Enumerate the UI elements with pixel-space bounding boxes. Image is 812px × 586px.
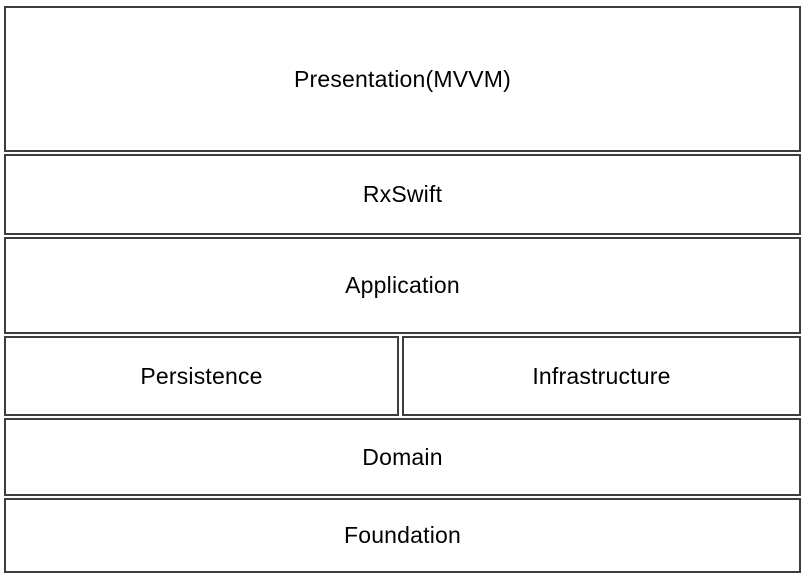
layer-domain: Domain xyxy=(4,418,801,496)
layer-foundation: Foundation xyxy=(4,498,801,573)
layer-persistence: Persistence xyxy=(4,336,399,416)
layer-row-persistence-infrastructure: Persistence Infrastructure xyxy=(4,336,801,416)
layer-foundation-label: Foundation xyxy=(343,522,462,548)
layer-presentation: Presentation(MVVM) xyxy=(4,6,801,152)
layer-rxswift: RxSwift xyxy=(4,154,801,235)
layer-persistence-label: Persistence xyxy=(140,362,263,389)
layer-domain-label: Domain xyxy=(362,443,443,470)
layer-presentation-label: Presentation(MVVM) xyxy=(293,65,512,92)
layer-application: Application xyxy=(4,237,801,334)
layer-rxswift-label: RxSwift xyxy=(362,181,443,207)
layer-application-label: Application xyxy=(345,272,460,298)
layer-infrastructure-label: Infrastructure xyxy=(532,362,671,389)
architecture-diagram: Presentation(MVVM) RxSwift Application P… xyxy=(4,6,801,573)
layer-infrastructure: Infrastructure xyxy=(402,336,801,416)
